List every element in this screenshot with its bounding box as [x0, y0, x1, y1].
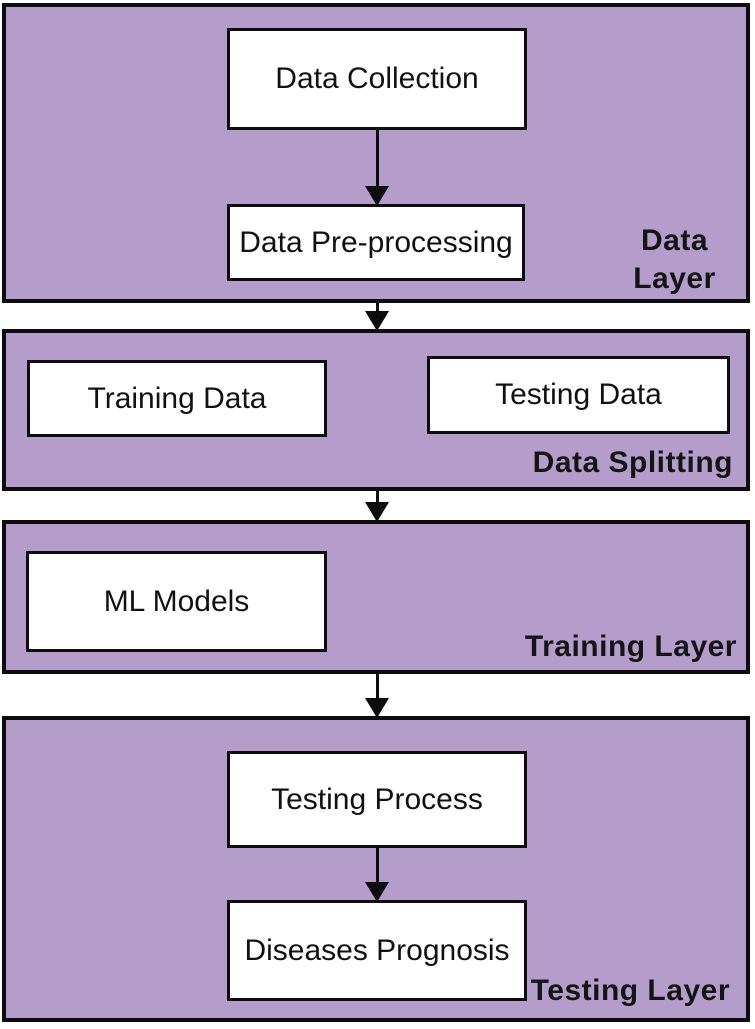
node-data-collection: Data Collection: [227, 28, 527, 130]
node-label: Data Pre-processing: [239, 225, 513, 259]
layer-label-training-layer: Training Layer: [524, 630, 737, 663]
arrow-head-icon: [365, 502, 389, 522]
arrow-head-icon: [365, 186, 389, 206]
arrow-shaft: [375, 130, 379, 192]
node-label: Data Collection: [275, 62, 479, 95]
node-label: Testing Data: [495, 378, 662, 411]
arrow-testing-process-to-diseases-prognosis: [365, 846, 389, 902]
arrow-data-layer-to-data-splitting: [365, 300, 389, 331]
arrow-shaft: [375, 300, 379, 317]
arrow-data-splitting-to-training-layer: [365, 490, 389, 522]
node-diseases-prognosis: Diseases Prognosis: [227, 900, 527, 1001]
node-label: Testing Process: [271, 782, 483, 816]
node-label: ML Models: [103, 584, 250, 618]
arrow-shaft: [375, 672, 379, 704]
arrow-shaft: [375, 846, 379, 888]
node-label: Diseases Prognosis: [244, 933, 510, 967]
layer-label-data-layer: Data Layer: [612, 222, 737, 298]
arrow-head-icon: [365, 698, 389, 718]
layer-label-testing-layer: Testing Layer: [530, 974, 730, 1007]
arrow-shaft: [375, 490, 379, 508]
node-testing-data: Testing Data: [427, 356, 730, 434]
node-training-data: Training Data: [27, 360, 327, 437]
node-label: Training Data: [87, 381, 267, 415]
node-ml-models: ML Models: [26, 551, 327, 652]
layer-label-data-splitting: Data Splitting: [532, 446, 733, 479]
arrow-training-layer-to-testing-layer: [365, 672, 389, 718]
arrow-head-icon: [365, 882, 389, 902]
arrow-head-icon: [365, 311, 389, 331]
layer-label-line: Layer: [633, 262, 716, 295]
arrow-collection-to-preprocessing: [365, 130, 389, 206]
node-testing-process: Testing Process: [227, 751, 527, 848]
layer-label-line: Data: [640, 224, 709, 257]
node-data-pre-processing: Data Pre-processing: [227, 204, 525, 281]
